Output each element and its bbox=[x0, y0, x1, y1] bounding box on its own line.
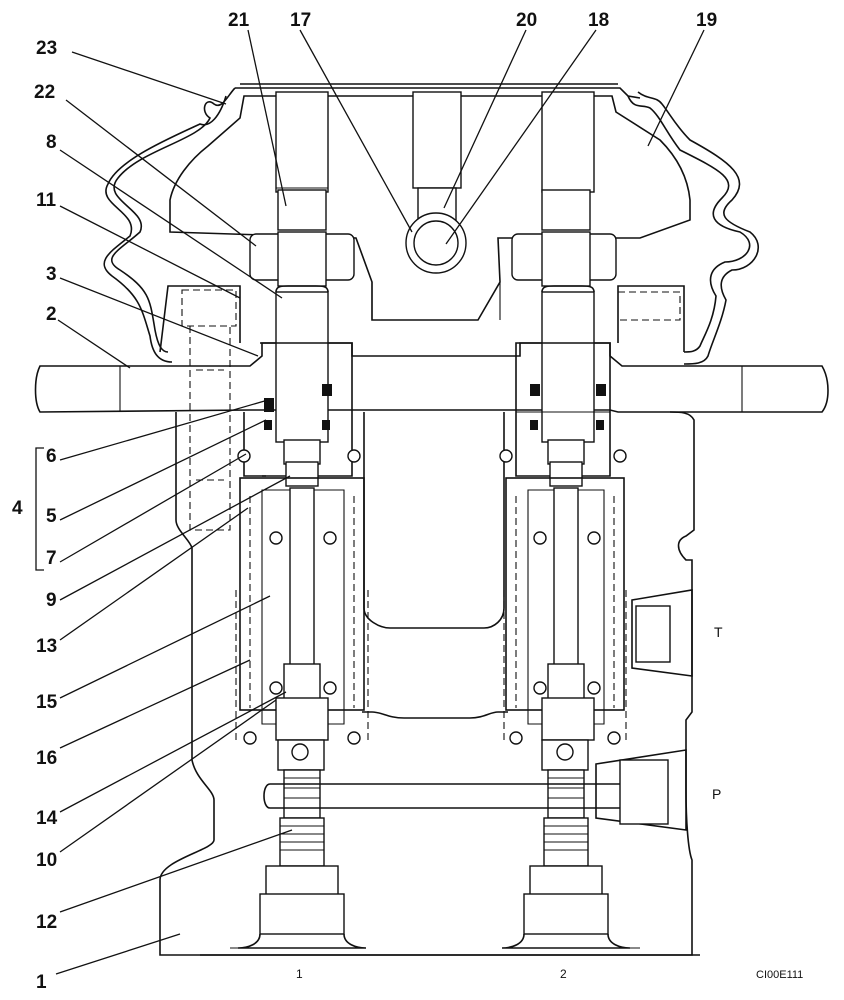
callout-2: 2 bbox=[46, 304, 57, 325]
port-label-t: T bbox=[714, 624, 723, 640]
callout-7: 7 bbox=[46, 548, 57, 569]
callout-18: 18 bbox=[588, 10, 609, 31]
spool-left bbox=[289, 487, 315, 669]
port-label-1: 1 bbox=[296, 967, 303, 981]
port-label-p: P bbox=[712, 786, 721, 802]
callout-16: 16 bbox=[36, 748, 57, 769]
callout-10: 10 bbox=[36, 850, 57, 871]
callout-8: 8 bbox=[46, 132, 57, 153]
mounting-plate bbox=[34, 285, 829, 531]
pressure-port-plug bbox=[595, 749, 687, 831]
push-rod-left bbox=[275, 291, 329, 443]
left-push-rod-upper bbox=[275, 91, 329, 193]
callout-12: 12 bbox=[36, 912, 57, 933]
callout-17: 17 bbox=[290, 10, 311, 31]
left-valve-assembly bbox=[235, 285, 369, 949]
callout-9: 9 bbox=[46, 590, 57, 611]
casing bbox=[159, 411, 700, 956]
leader-lines bbox=[35, 29, 705, 975]
callout-21: 21 bbox=[228, 10, 250, 31]
tank-port-plug bbox=[631, 589, 693, 677]
callout-23: 23 bbox=[36, 38, 57, 59]
passages-and-ports bbox=[263, 589, 693, 831]
callout-22: 22 bbox=[34, 82, 55, 103]
callout-numbers: 21 17 20 18 19 23 22 8 11 3 2 6 4 5 7 9 … bbox=[12, 10, 717, 993]
spool-right bbox=[553, 487, 579, 669]
callout-19: 19 bbox=[696, 10, 717, 31]
callout-11: 11 bbox=[36, 190, 57, 211]
figure-code: CI00E111 bbox=[756, 969, 803, 981]
callout-15: 15 bbox=[36, 692, 58, 713]
right-push-rod-upper bbox=[541, 91, 595, 193]
center-screw bbox=[412, 91, 462, 189]
right-valve-assembly bbox=[499, 285, 631, 949]
callout-13: 13 bbox=[36, 636, 57, 657]
callout-20: 20 bbox=[516, 10, 537, 31]
callout-14: 14 bbox=[36, 808, 58, 829]
callout-4: 4 bbox=[12, 498, 23, 519]
callout-5: 5 bbox=[46, 506, 57, 527]
callout-1: 1 bbox=[36, 972, 47, 993]
cam-body bbox=[169, 91, 691, 321]
callout-3: 3 bbox=[46, 264, 57, 285]
push-rod-right bbox=[541, 291, 595, 443]
callout-6: 6 bbox=[46, 446, 57, 467]
port-labels: T P 1 2 CI00E111 bbox=[296, 624, 803, 981]
port-label-2: 2 bbox=[560, 967, 567, 981]
